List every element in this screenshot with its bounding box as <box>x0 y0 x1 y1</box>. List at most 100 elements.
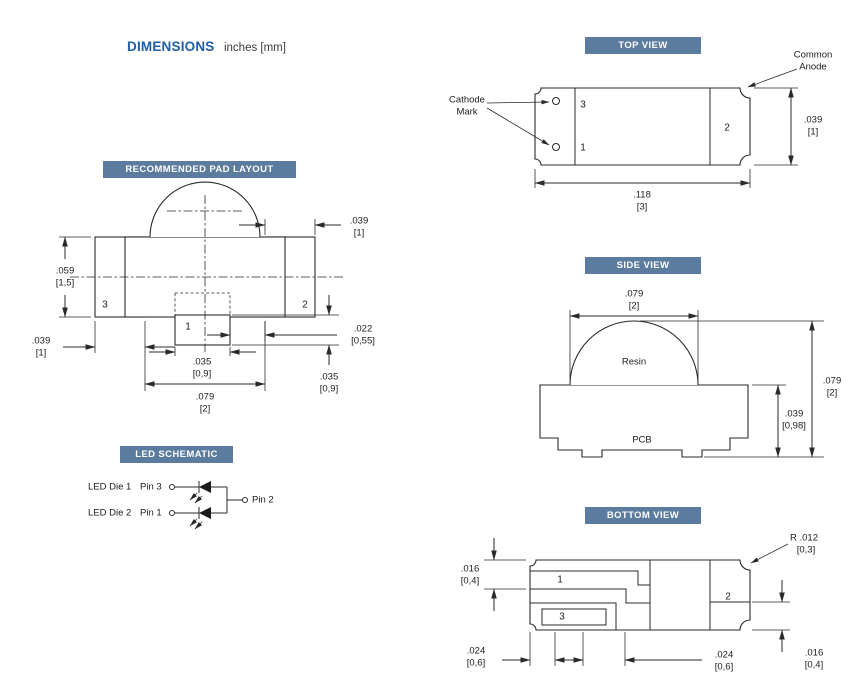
led-die-2-label: LED Die 2 <box>88 508 131 519</box>
top-view-drawing: 3 1 2 Cathode Mark Common Anode .039 [1] <box>449 50 833 213</box>
pad-layout-shapes: 3 2 1 <box>70 181 343 352</box>
dim-text: [2] <box>827 388 838 399</box>
callout-text: Mark <box>456 107 477 118</box>
dim-text: [1] <box>354 228 365 239</box>
bottom-view-drawing: 1 3 2 .016 [0,4] .024 [0,6] .024 [0,6] <box>461 533 824 673</box>
pin-1-label: Pin 1 <box>140 508 162 519</box>
dim-text: [0,6] <box>715 662 734 673</box>
package-bottom-outline <box>529 559 751 631</box>
dim-text: .079 <box>823 376 842 387</box>
pin-label-2: 2 <box>724 123 730 134</box>
dim-pad-width-top: .039 [1] <box>239 216 368 239</box>
dim-pad-offset-left: .016 [0,4] <box>461 538 526 611</box>
badge-bottom-view: BOTTOM VIEW <box>585 507 701 524</box>
led-die-1-label: LED Die 1 <box>88 482 131 493</box>
callout-text: Cathode <box>449 95 485 106</box>
dim-text: [1,5] <box>56 278 75 289</box>
dim-text: .024 <box>715 650 734 661</box>
dim-center-pad-width: .035 [0,9] <box>149 347 256 380</box>
bottom-view-shapes: 1 3 2 <box>529 559 751 631</box>
badge-pad-layout: RECOMMENDED PAD LAYOUT <box>103 161 296 178</box>
pad-layout-drawing: 3 2 1 .039 [1] .059 [1,5] .039 [1] <box>32 181 375 415</box>
pad-1 <box>174 314 231 346</box>
pcb-label: PCB <box>632 435 652 446</box>
dim-package-height: .039 [1] <box>754 87 823 166</box>
dim-text: .022 <box>354 324 373 335</box>
pin-2-terminal <box>242 497 248 503</box>
dim-text: [0,9] <box>320 384 339 395</box>
dim-text: [1] <box>808 127 819 138</box>
schematic-labels: LED Die 1 Pin 3 LED Die 2 Pin 1 Pin 2 <box>88 482 274 519</box>
dim-text: .024 <box>467 646 486 657</box>
pad-label-2: 2 <box>302 300 308 311</box>
pad3-inner-pad <box>541 608 607 626</box>
dim-pcb-height: .039 [0,98] <box>752 384 806 458</box>
pin-label-3: 3 <box>580 100 586 111</box>
dim-text: .039 <box>785 409 804 420</box>
dim-bottom-center: .024 [0,6] <box>582 632 734 673</box>
dim-text: [2] <box>629 301 640 312</box>
dim-text: [0,3] <box>797 545 816 556</box>
package-outline <box>534 87 751 166</box>
schematic-circuit <box>169 481 248 530</box>
dim-resin-width: .079 [2] <box>569 289 699 380</box>
dim-pad-offset-right: .016 [0,4] <box>752 580 823 671</box>
pin-label-3: 3 <box>559 612 565 623</box>
pad-label-1: 1 <box>185 322 191 333</box>
led2-diode-symbol <box>199 507 211 519</box>
title-units: inches [mm] <box>223 42 286 54</box>
resin-label: Resin <box>622 357 646 368</box>
pin-1-terminal <box>169 510 175 516</box>
title-dimensions: DIMENSIONS <box>127 39 215 54</box>
led1-diode-symbol <box>199 481 211 493</box>
cathode-mark-callout: Cathode Mark <box>449 95 550 146</box>
dim-text: [1] <box>36 348 47 359</box>
dim-pad-gap: .022 [0,55] <box>207 321 375 347</box>
dim-text: .079 <box>625 289 644 300</box>
dim-left-pad-width: .039 [1] <box>32 321 175 391</box>
dim-bottom-left: .024 [0,6] <box>467 632 584 669</box>
pin-3-terminal <box>169 484 175 490</box>
dim-corner-radius: R .012 [0,3] <box>750 533 818 564</box>
dim-text: .039 <box>32 336 51 347</box>
callout-text: Common <box>794 50 833 61</box>
badge-side-view: SIDE VIEW <box>585 257 701 274</box>
callout-text: Anode <box>799 62 826 73</box>
pcb-outline <box>539 384 749 458</box>
page-title: DIMENSIONS inches [mm] <box>127 38 286 56</box>
common-anode-callout: Common Anode <box>747 50 833 88</box>
lens-dome-outline <box>149 181 261 238</box>
cathode-mark-dot-top <box>552 97 560 105</box>
dim-text: [0,4] <box>805 660 824 671</box>
dim-package-width: .118 [3] <box>534 169 751 213</box>
pin-label-2: 2 <box>725 592 731 603</box>
badge-top-view: TOP VIEW <box>585 37 701 54</box>
led2-emission-arrows <box>189 518 203 530</box>
dim-bottom-pad-height: .035 [0,9] <box>232 295 339 395</box>
led-schematic-drawing: LED Die 1 Pin 3 LED Die 2 Pin 1 Pin 2 <box>88 481 274 530</box>
dim-text: .039 <box>350 216 369 227</box>
dim-text: [0,55] <box>351 336 375 347</box>
dim-text: .039 <box>804 115 823 126</box>
dim-text: .035 <box>193 357 212 368</box>
side-view-drawing: Resin PCB .079 [2] .079 [2] .039 [0,98] <box>539 289 842 458</box>
badge-led-schematic: LED SCHEMATIC <box>120 446 233 463</box>
dim-text: R .012 <box>790 533 818 544</box>
top-view-shapes: 3 1 2 <box>534 87 751 166</box>
dim-text: .059 <box>56 266 75 277</box>
pad1-trace-upper <box>530 570 650 586</box>
led1-emission-arrows <box>189 492 203 504</box>
pad3-trace <box>530 602 617 630</box>
dim-text: [0,98] <box>782 421 806 432</box>
dim-text: [3] <box>637 202 648 213</box>
pin-2-label: Pin 2 <box>252 495 274 506</box>
dim-pad-span: .079 [2] <box>144 321 266 415</box>
dim-text: .035 <box>320 372 339 383</box>
dim-pad-height-left: .059 [1,5] <box>56 236 91 318</box>
dim-text: [0,4] <box>461 576 480 587</box>
pin-3-label: Pin 3 <box>140 482 162 493</box>
pin-label-1: 1 <box>580 143 586 154</box>
dim-text: [0,6] <box>467 658 486 669</box>
dim-text: [0,9] <box>193 369 212 380</box>
